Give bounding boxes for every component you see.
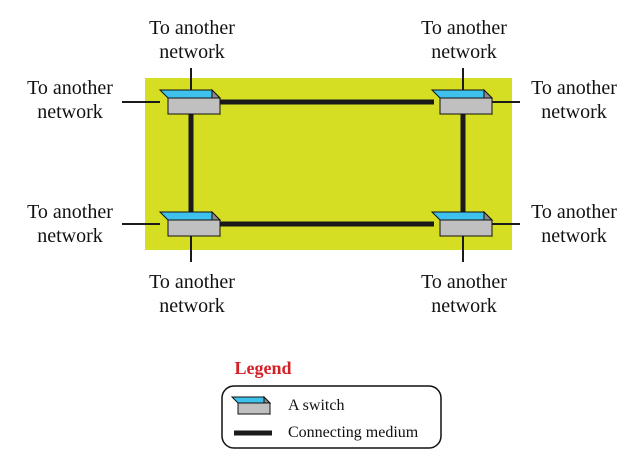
- switch-icon-top: [158, 211, 222, 221]
- label-bottom-right: To another network: [389, 270, 539, 318]
- label-left-lower: To another network: [0, 200, 145, 248]
- label-line: network: [431, 295, 497, 317]
- label-line: To another: [27, 201, 113, 223]
- label-line: network: [541, 225, 607, 247]
- switch-icon-top: [430, 89, 494, 99]
- label-line: To another: [149, 271, 235, 293]
- legend-title: Legend: [234, 358, 292, 378]
- connecting-medium: [188, 99, 466, 227]
- switch-bottom-left: [158, 210, 222, 238]
- switch-top-right: [430, 88, 494, 116]
- legend-switch-icon: [230, 395, 272, 416]
- label-line: network: [37, 225, 103, 247]
- label-right-upper: To another network: [499, 76, 643, 124]
- label-line: network: [541, 101, 607, 123]
- label-line: To another: [421, 17, 507, 39]
- legend-medium-label: Connecting medium: [288, 424, 419, 441]
- switch-icon-front: [439, 219, 493, 237]
- switch-icon-top: [158, 89, 222, 99]
- label-line: network: [431, 41, 497, 63]
- label-top-right: To another network: [389, 16, 539, 64]
- switch-bottom-right: [430, 210, 494, 238]
- label-line: network: [37, 101, 103, 123]
- label-top-left: To another network: [117, 16, 267, 64]
- label-left-upper: To another network: [0, 76, 145, 124]
- legend-switch-label: A switch: [288, 397, 345, 414]
- label-line: To another: [149, 17, 235, 39]
- label-bottom-left: To another network: [117, 270, 267, 318]
- label-line: To another: [421, 271, 507, 293]
- switch-top-left: [158, 88, 222, 116]
- label-line: network: [159, 41, 225, 63]
- label-line: To another: [531, 77, 617, 99]
- switch-icon-top: [430, 211, 494, 221]
- label-line: To another: [27, 77, 113, 99]
- legend-box: [221, 385, 442, 449]
- switch-icon-front: [167, 97, 221, 115]
- label-line: To another: [531, 201, 617, 223]
- external-links: [122, 68, 520, 262]
- switch-icon-front: [167, 219, 221, 237]
- label-right-lower: To another network: [499, 200, 643, 248]
- switch-icon-front: [439, 97, 493, 115]
- label-line: network: [159, 295, 225, 317]
